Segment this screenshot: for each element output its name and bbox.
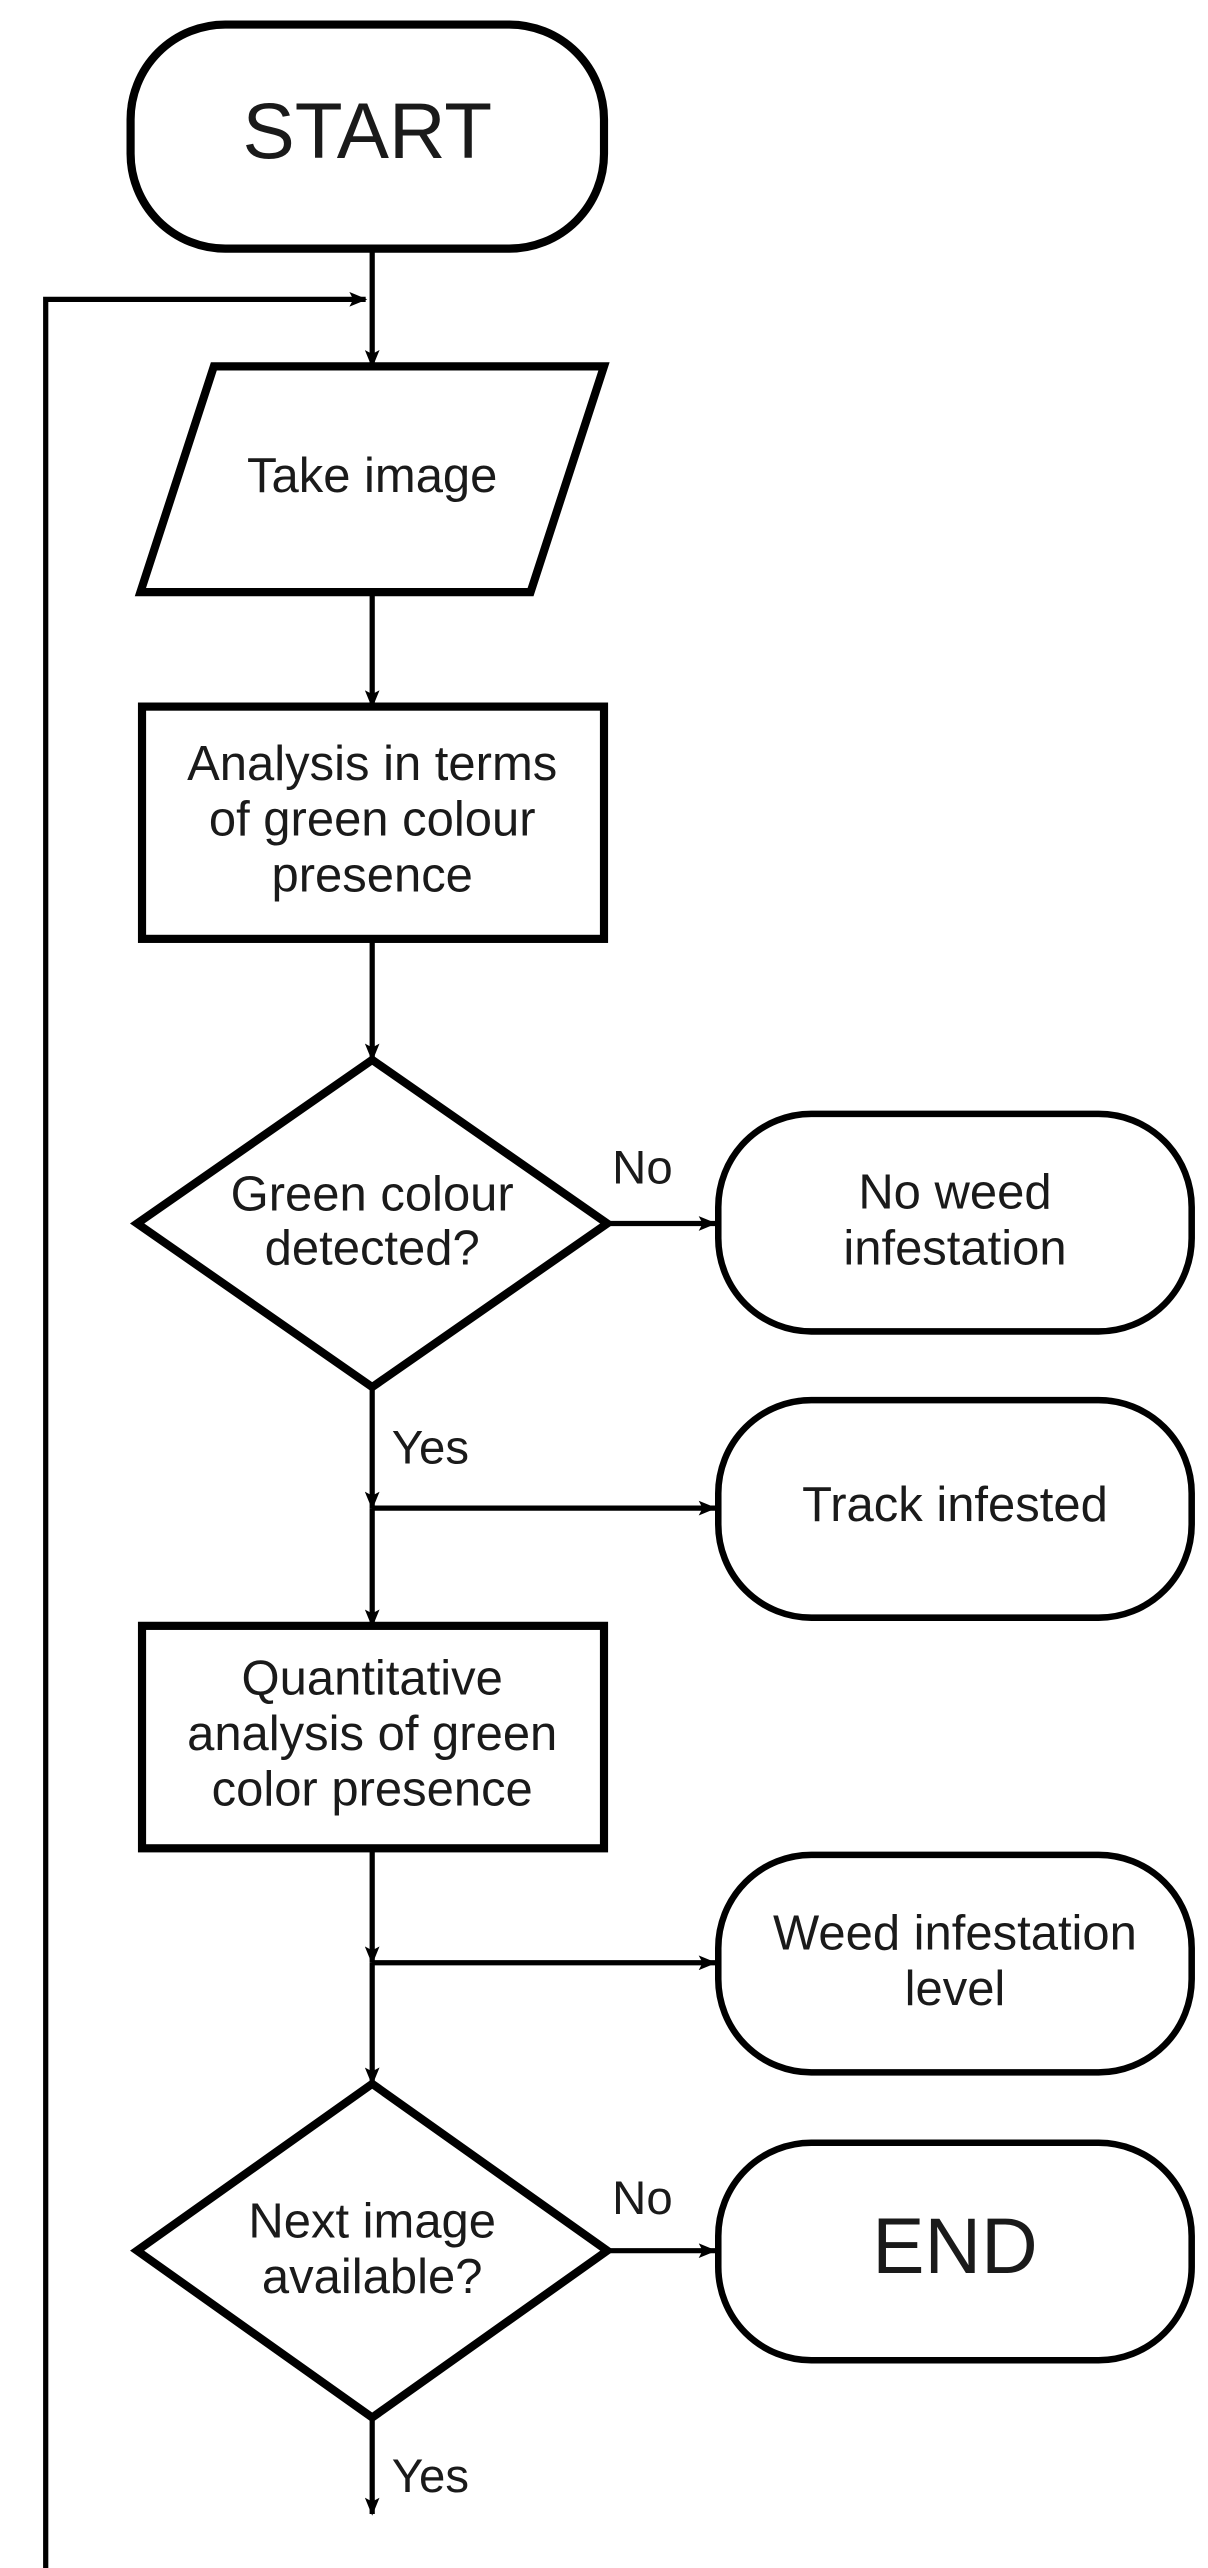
- node-analysis[interactable]: Analysis in terms of green colour presen…: [137, 702, 609, 943]
- track-infested-shape: [715, 1396, 1195, 1621]
- green-decision-label-line1: Green colour: [231, 1167, 514, 1221]
- weed-level-shape: [715, 1851, 1195, 2076]
- next-image-decision-shape: [130, 2078, 615, 2423]
- node-take-image[interactable]: Take image: [134, 362, 610, 597]
- quantitative-label-line1: Quantitative: [242, 1651, 503, 1705]
- analysis-shape: [137, 702, 609, 943]
- analysis-label-line1: Analysis in terms: [187, 737, 557, 791]
- start-label: START: [243, 87, 493, 175]
- no-weed-label-line1: No weed: [858, 1166, 1051, 1220]
- green-decision-label-line2: detected?: [265, 1221, 480, 1275]
- edge-label-next-yes: Yes: [392, 2450, 469, 2503]
- quantitative-shape: [137, 1621, 609, 1853]
- edge-label-next-no: No: [612, 2172, 673, 2225]
- quantitative-label-line2: analysis of green: [187, 1707, 557, 1761]
- end-shape: [715, 2139, 1195, 2364]
- quantitative-label-line3: color presence: [212, 1763, 533, 1817]
- take-image-shape: [134, 362, 610, 597]
- edge-label-green-no: No: [612, 1142, 673, 1195]
- analysis-label-line2: of green colour: [209, 793, 536, 847]
- node-green-detected-decision[interactable]: Green colour detected? No: [129, 1054, 673, 1393]
- no-weed-label-line2: infestation: [843, 1221, 1066, 1275]
- node-weed-infestation-level[interactable]: Weed infestation level: [715, 1851, 1195, 2076]
- track-infested-label: Track infested: [802, 1478, 1108, 1532]
- node-start[interactable]: START: [126, 20, 609, 253]
- no-weed-shape: [715, 1110, 1195, 1335]
- node-quantitative-analysis[interactable]: Quantitative analysis of green color pre…: [137, 1621, 609, 1853]
- next-image-label-line1: Next image: [248, 2194, 496, 2248]
- node-no-weed-infestation[interactable]: No weed infestation: [715, 1110, 1195, 1335]
- edge-loopback-rail: [43, 291, 368, 2568]
- node-end[interactable]: END: [715, 2139, 1195, 2364]
- edges-layer: [43, 248, 717, 2568]
- end-label: END: [872, 2202, 1037, 2290]
- next-image-label-line2: available?: [262, 2250, 483, 2304]
- start-shape: [126, 20, 609, 253]
- weed-level-label-line1: Weed infestation: [773, 1907, 1137, 1961]
- node-next-image-decision[interactable]: Next image available? No: [130, 2078, 673, 2423]
- edge-label-green-yes: Yes: [392, 1421, 469, 1474]
- green-decision-shape: [129, 1054, 615, 1393]
- weed-level-label-line2: level: [905, 1962, 1006, 2016]
- take-image-label: Take image: [247, 449, 497, 503]
- node-track-infested[interactable]: Track infested: [715, 1396, 1195, 1621]
- analysis-label-line3: presence: [271, 848, 472, 902]
